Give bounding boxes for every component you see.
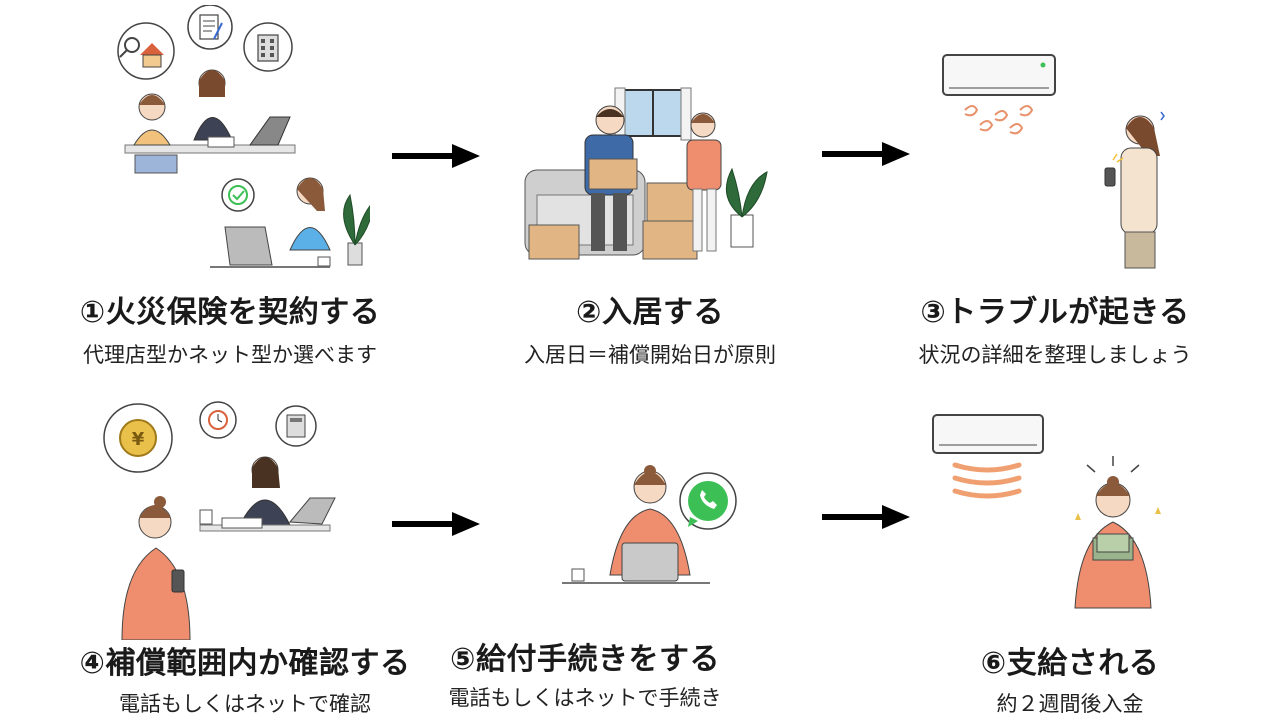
step-3: ③トラブルが起きる 状況の詳細を整理しましょう (855, 0, 1255, 370)
clock-icon (199, 401, 237, 439)
step-1: ①火災保険を契約する 代理店型かネット型か選べます (30, 0, 430, 370)
contract-illustration (117, 5, 370, 268)
step-5: ⑤給付手続きをする 電話もしくはネットで手続き (449, 360, 885, 720)
aircon-trouble-illustration (942, 54, 1165, 269)
step-2-subtitle: 入居日＝補償開始日が原則 (524, 343, 776, 367)
step-2: ②入居する 入居日＝補償開始日が原則 (450, 0, 850, 370)
svg-text:¥: ¥ (132, 429, 145, 450)
yen-coin-icon: ¥ (103, 403, 173, 473)
step-1-title: ①火災保険を契約する (79, 295, 381, 330)
step-5-title: ⑤給付手続きをする (450, 642, 720, 677)
step-1-subtitle: 代理店型かネット型か選べます (83, 343, 377, 367)
arrow-right-icon (822, 142, 910, 166)
phone-inquiry-illustration: ¥ (103, 401, 336, 640)
step-6-subtitle: 約２週間後入金 (996, 692, 1144, 716)
search-house-icon (117, 22, 175, 80)
document-icon (187, 5, 233, 50)
step-2-title: ②入居する (576, 295, 724, 330)
step-3-title: ③トラブルが起きる (920, 295, 1190, 330)
chat-phone-icon (679, 472, 737, 530)
arrow-right-icon (392, 144, 480, 168)
step-4: ¥ ④補償範囲内か確認する 電話もしくはネットで確認 (45, 360, 445, 720)
online-claim-illustration (562, 465, 737, 584)
step-3-subtitle: 状況の詳細を整理しましょう (918, 343, 1192, 367)
building-icon (243, 22, 293, 72)
check-icon (221, 178, 255, 212)
step-4-title: ④補償範囲内か確認する (79, 646, 411, 681)
step-6: ⑥支給される 約２週間後入金 (870, 360, 1270, 720)
step-6-title: ⑥支給される (980, 646, 1160, 681)
arrow-right-icon (822, 505, 910, 529)
arrow-right-icon (392, 512, 480, 536)
moving-in-illustration (524, 87, 768, 260)
calculator-icon (275, 405, 317, 447)
payment-received-illustration (932, 414, 1161, 609)
step-4-subtitle: 電話もしくはネットで確認 (119, 692, 371, 716)
step-5-subtitle: 電話もしくはネットで手続き (448, 686, 722, 710)
